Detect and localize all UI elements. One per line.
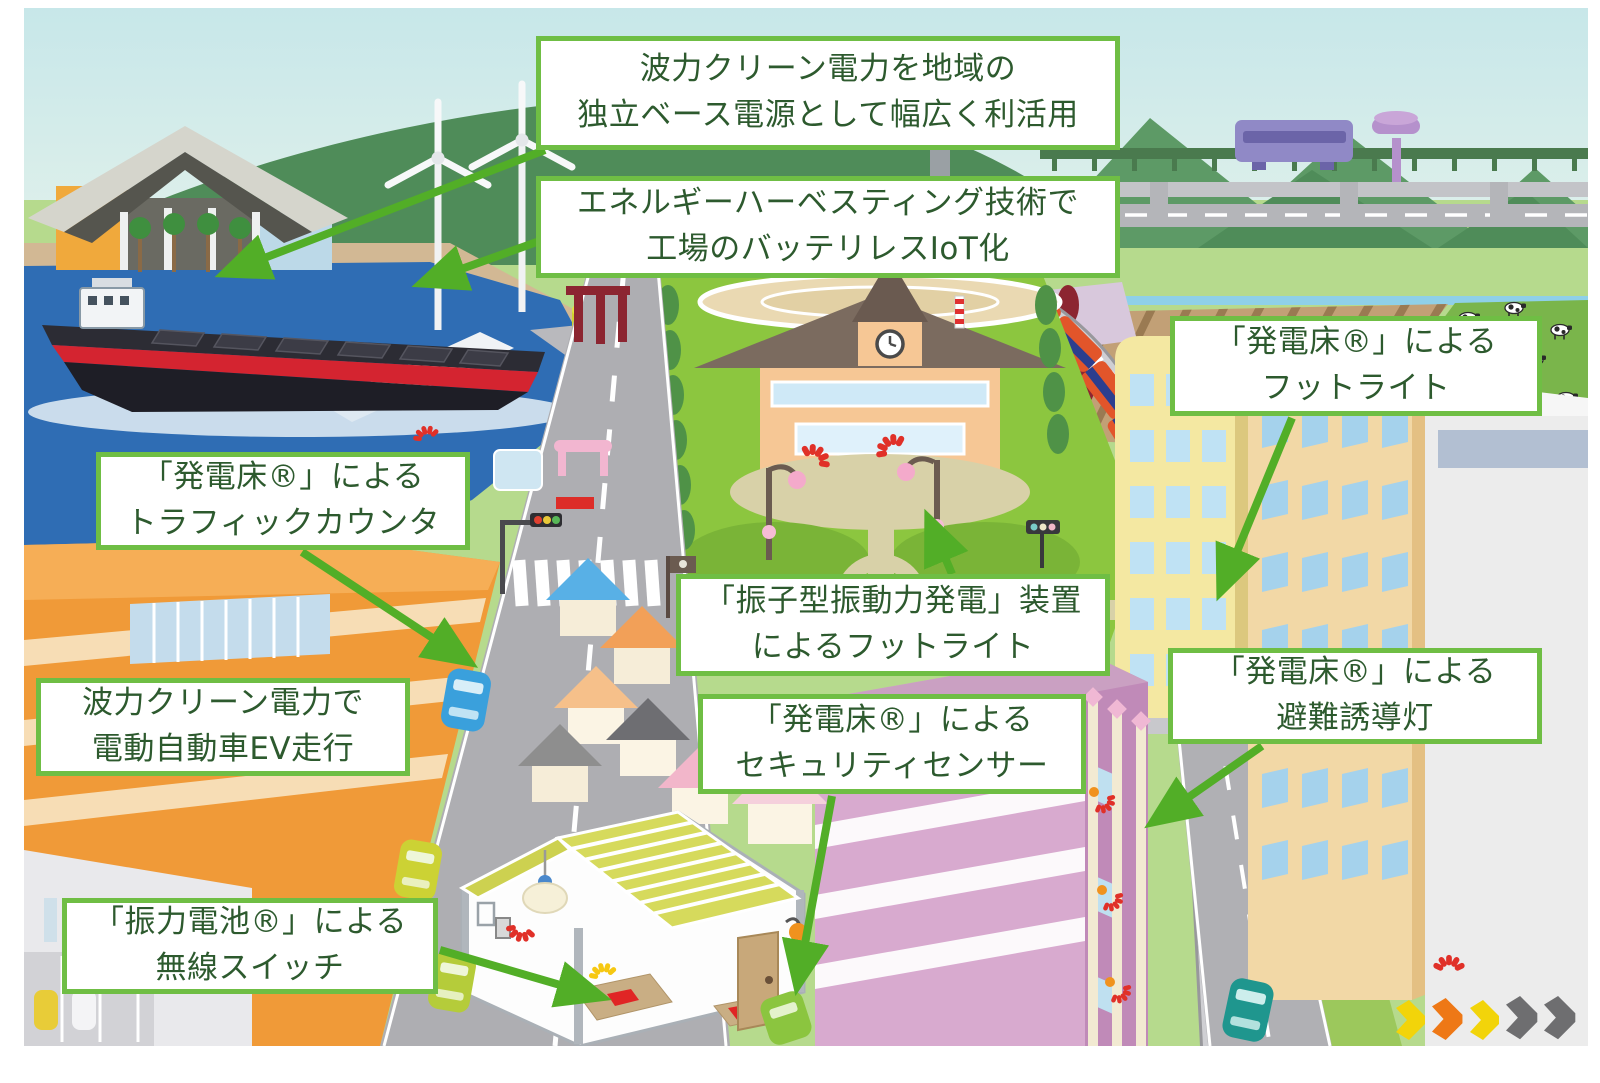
purple-train [1235,120,1353,170]
evacuation-guide-lights [1089,787,1137,1009]
pedestrian-gate [566,286,630,344]
ev-blue-car [441,668,491,732]
callout-line: 無線スイッチ [155,950,345,986]
callout-line: 「振子型振動力発電」装置 [704,583,1082,620]
callout-ev-driving: 波力クリーン電力で 電動自動車EV走行 [36,678,410,776]
callout-line: フットライト [1261,370,1451,406]
hanging-lamp [502,850,568,946]
callout-line: によるフットライト [751,629,1035,665]
callout-line: 独立ベース電源として幅広く利活用 [577,97,1079,133]
pink-arch [554,440,612,476]
yellow-office-building [1112,336,1257,734]
arrow-wireless-switch [438,946,612,1008]
arrow-energy-harvesting [411,234,550,291]
callout-line: 波力クリーン電力で [82,685,364,722]
arrow-security-sensor [781,795,836,997]
callout-wave-power-region: 波力クリーン電力を地域の 独立ベース電源として幅広く利活用 [536,36,1120,150]
vehicles [394,668,1274,1045]
crossing-signal [1026,520,1060,568]
callout-line: 電動自動車EV走行 [91,731,355,767]
bus-stop-sign [666,556,696,618]
arrow-traffic-counter [299,548,479,668]
elevated-railway [1040,111,1588,194]
callout-security-sensor: 「発電床®」による セキュリティセンサー [698,694,1086,794]
stream [1085,296,1588,305]
road-marker [556,497,594,509]
callout-evacuation-guide-light: 「発電床®」による 避難誘導灯 [1168,648,1542,744]
callout-wireless-switch: 「振力電池®」による 無線スイッチ [62,898,438,994]
callout-pendulum-footlight: 「振子型振動力発電」装置 によるフットライト [676,574,1110,676]
water-tower [1372,111,1420,194]
callout-line: 「振力電池®」による [92,904,408,941]
balcony-columns [1083,687,1151,1046]
callout-arrows [214,146,1296,1008]
callout-line: 「発電床®」による [750,702,1034,739]
callout-line: 避難誘導灯 [1276,700,1434,736]
callout-energy-harvesting-iot: エネルギーハーベスティング技術で 工場のバッテリレスIoT化 [536,176,1120,278]
callout-traffic-counter: 「発電床®」による トラフィックカウンタ [96,452,470,550]
arrow-wave-power [214,146,547,280]
callout-line: トラフィックカウンタ [125,505,441,541]
callout-line: エネルギーハーベスティング技術で [576,185,1080,222]
arrow-footlight [1215,416,1296,602]
callout-footlight: 「発電床®」による フットライト [1170,316,1542,416]
callout-line: 工場のバッテリレスIoT化 [646,231,1010,267]
callout-line: 波力クリーン電力を地域の [639,51,1017,88]
roof [458,810,802,930]
callout-line: 「発電床®」による [1213,654,1497,691]
arrow-evacuation-light [1144,742,1265,829]
school-building [694,258,1066,470]
smart-house [458,810,816,1046]
callout-line: セキュリティセンサー [735,748,1049,784]
callout-line: 「発電床®」による [141,459,425,496]
residential-houses [518,558,828,844]
callout-line: 「発電床®」による [1214,324,1498,361]
traffic-light [409,421,562,594]
cargo-ship [28,278,572,437]
arrow-pendulum-footlight [924,508,969,576]
